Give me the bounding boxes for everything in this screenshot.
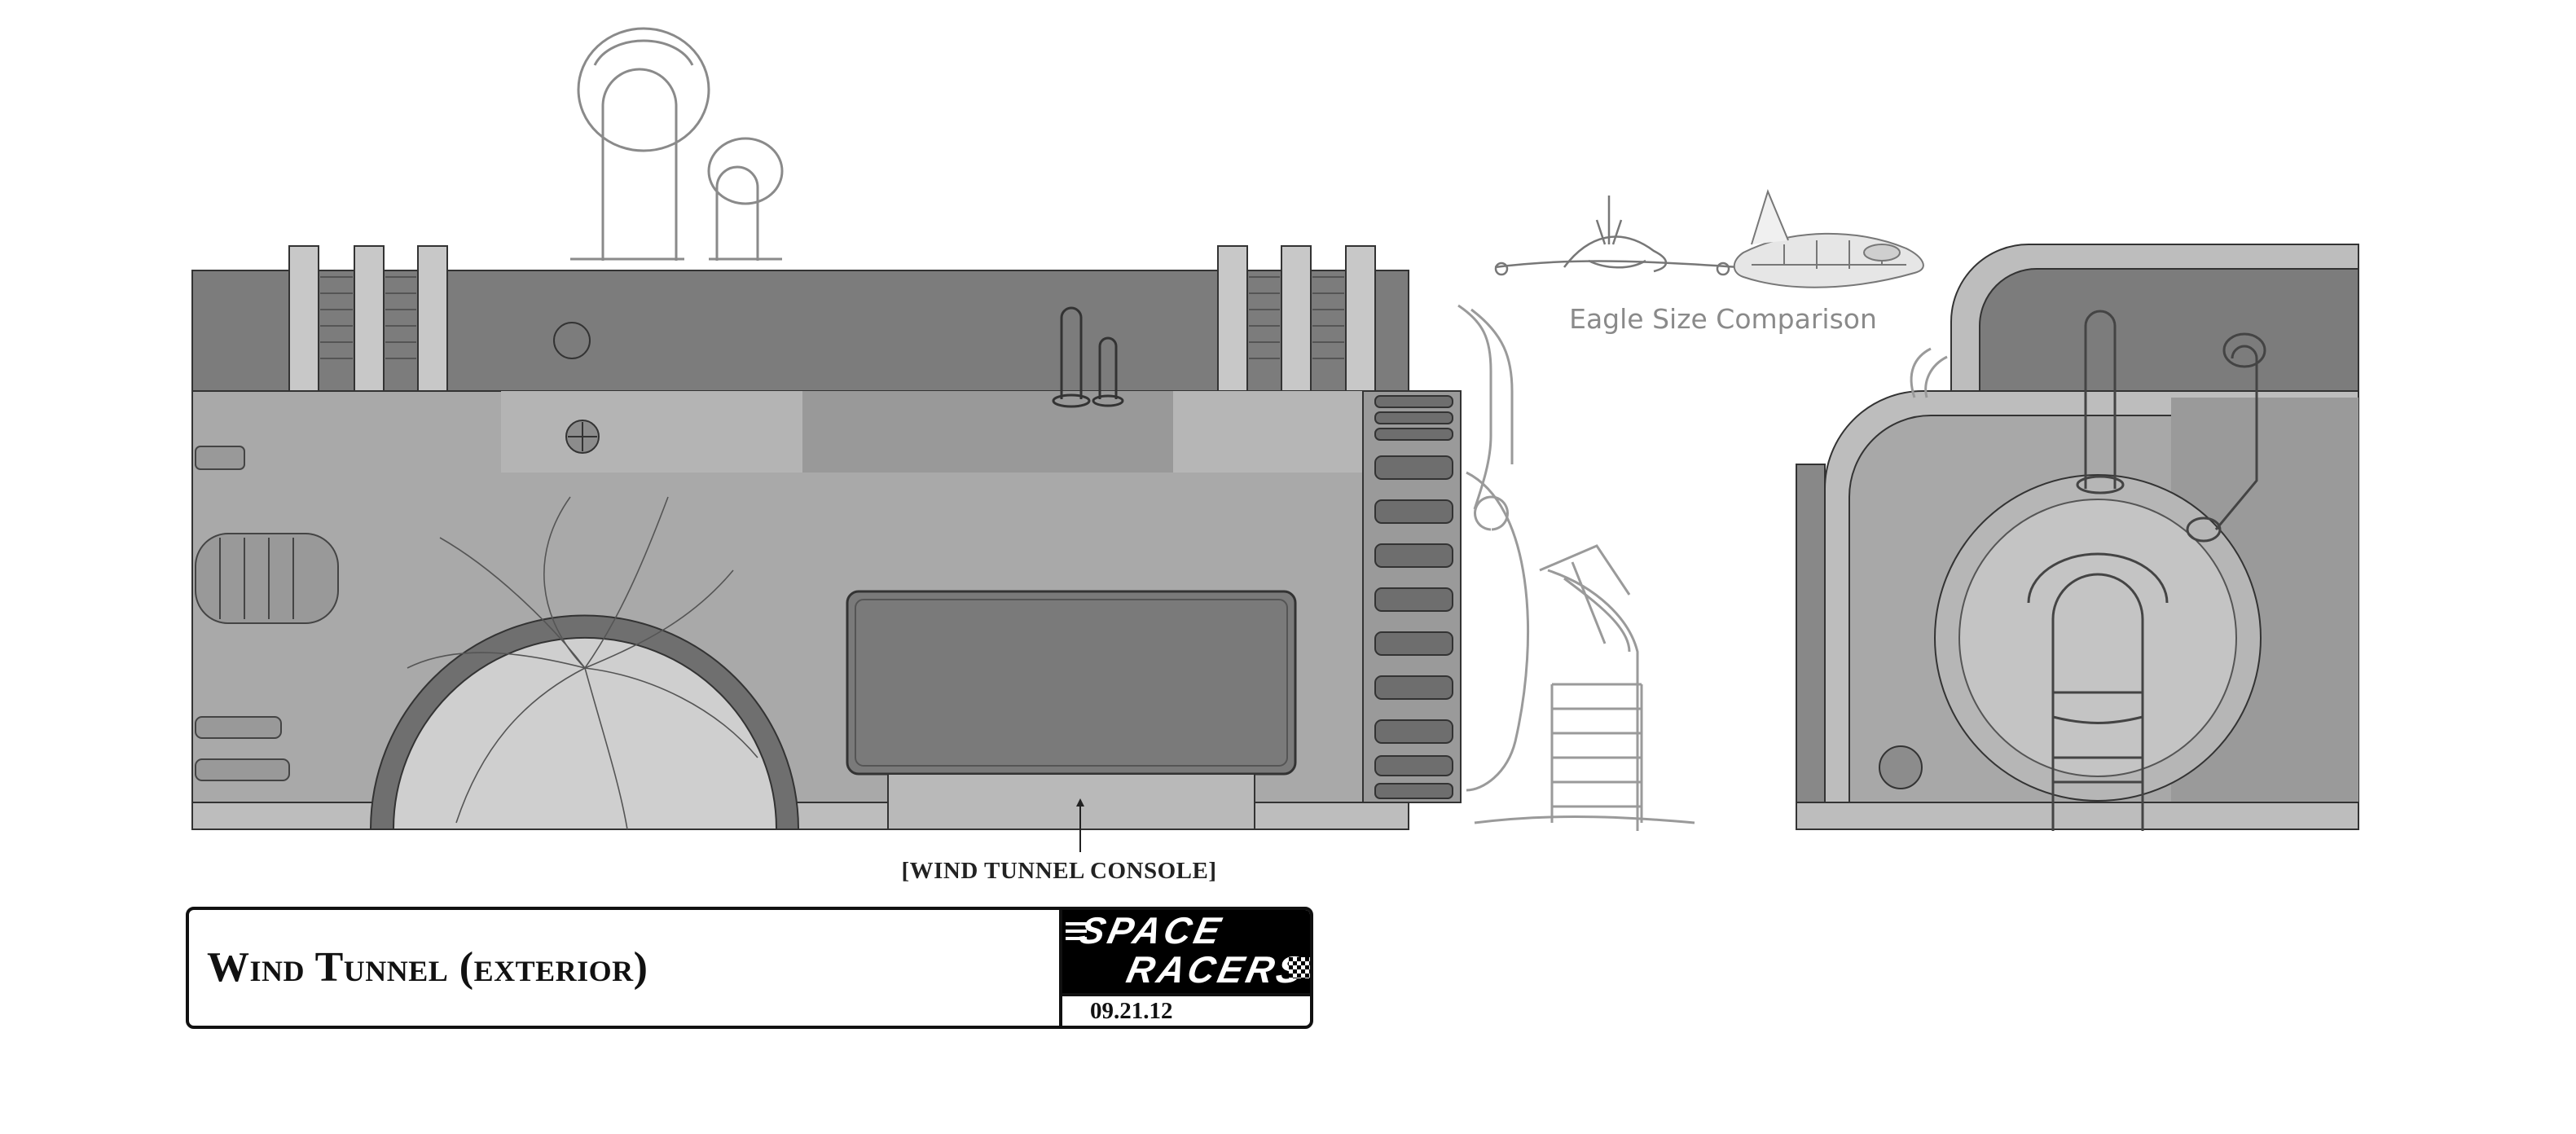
side-left-sketch <box>1910 347 1948 398</box>
upper-deck <box>191 270 1409 393</box>
logo-line-2: RACERS <box>1123 948 1310 991</box>
fins-right <box>1217 245 1376 393</box>
drawing-title: Wind Tunnel (exterior) <box>207 944 648 991</box>
console-window <box>846 590 1297 776</box>
side-upper-housing-inner <box>1979 268 2359 398</box>
console-callout-arrow <box>1076 798 1084 852</box>
sketch-pipes-middle <box>1457 304 1695 831</box>
drawing-date: 09.21.12 <box>1090 998 1173 1024</box>
fin-coils-left <box>320 276 416 359</box>
fin-coils-right <box>1249 276 1344 359</box>
deck-porthole <box>553 322 591 359</box>
title-divider <box>1059 910 1062 1026</box>
date-cell: 09.21.12 <box>1062 993 1310 1026</box>
console-window-inner <box>855 599 1288 767</box>
title-block: Wind Tunnel (exterior) SPACE RACERS 09.2… <box>186 907 1313 1029</box>
eagle-ship-top <box>1494 196 1740 276</box>
eagle-ship-angled <box>1733 189 1924 288</box>
eagle-size-comparison-label: Eagle Size Comparison <box>1569 303 1877 335</box>
console-base <box>887 773 1255 830</box>
space-racers-logo: SPACE RACERS <box>1062 910 1310 993</box>
side-left-strip <box>1796 464 1826 830</box>
body-panel-light-1 <box>501 391 802 472</box>
left-pipes-sketch <box>195 446 339 781</box>
console-callout-label: [WIND TUNNEL CONSOLE] <box>901 858 1217 884</box>
fins-left <box>288 245 448 393</box>
bolt-icon <box>565 420 600 454</box>
side-elevation <box>1796 244 2359 831</box>
logo-checker-flag-icon <box>1289 957 1310 978</box>
roof-pipes-sketch <box>570 27 784 261</box>
logo-speed-lines <box>1066 918 1087 943</box>
fan-blades <box>407 496 758 830</box>
side-base-band <box>1796 802 2359 830</box>
fan-face <box>392 637 778 830</box>
logo-line-1: SPACE <box>1075 910 1228 952</box>
deck-vent-pipes <box>1052 306 1124 408</box>
side-round-door-inner <box>1958 499 2237 777</box>
side-bolt <box>1879 745 1923 789</box>
side-pipes-sketch <box>2027 310 2266 831</box>
body-panel-light-2 <box>1173 391 1369 472</box>
vent-slots <box>1374 395 1453 799</box>
front-elevation <box>191 27 1462 830</box>
